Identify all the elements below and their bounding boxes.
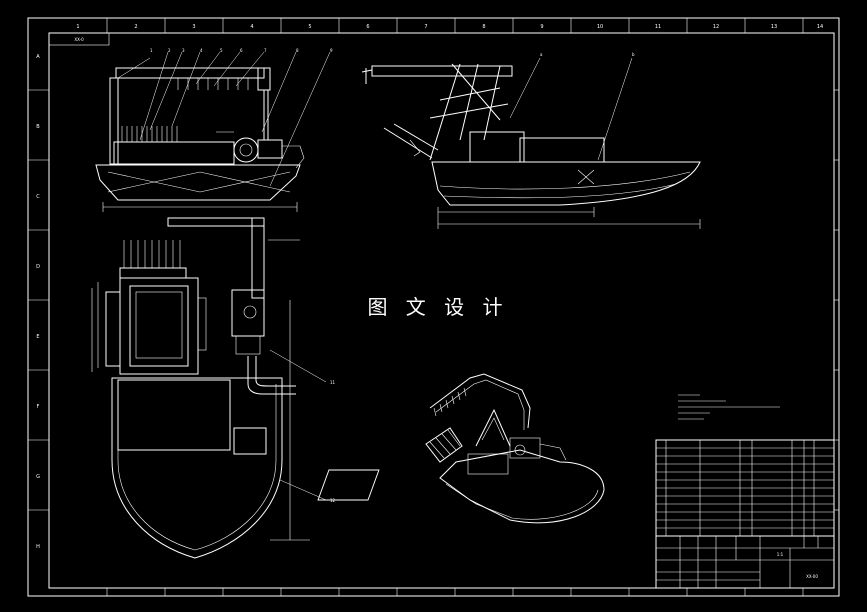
zone-num-12: 12: [713, 24, 719, 30]
zone-num-5: 5: [308, 24, 311, 30]
zone-letter-e: E: [36, 334, 39, 340]
balloon: 11: [330, 380, 336, 385]
zone-letter-c: C: [36, 194, 40, 200]
balloon: 4: [200, 48, 203, 53]
title-block-fields: XX-00 1:1: [777, 552, 819, 579]
technical-notes: [678, 394, 780, 420]
watermark-text: 图 文 设 计: [367, 295, 508, 319]
zone-num-3: 3: [192, 24, 195, 30]
side-view-balloons: a b: [540, 52, 635, 57]
zone-num-7: 7: [424, 24, 427, 30]
zone-letter-a: A: [36, 54, 40, 60]
balloon: a: [540, 52, 543, 57]
balloon: 7: [264, 48, 267, 53]
zone-num-11: 11: [655, 24, 661, 30]
title-block: [655, 439, 835, 589]
zone-letter-d: D: [36, 264, 40, 270]
zone-num-9: 9: [540, 24, 543, 30]
drawing-tag: XX-0: [74, 37, 84, 42]
zone-num-14: 14: [817, 24, 823, 30]
balloon: 1: [150, 48, 153, 53]
front-view: [95, 51, 331, 212]
zone-letter-f: F: [37, 404, 40, 410]
zone-letter-h: H: [36, 544, 40, 550]
balloon: 8: [296, 48, 299, 53]
balloon: 6: [240, 48, 243, 53]
isometric-view: [317, 373, 605, 524]
drawing-scale: 1:1: [777, 552, 784, 557]
drawing-frame: XX-0: [27, 17, 840, 597]
zone-num-10: 10: [597, 24, 603, 30]
zone-letter-b: B: [36, 124, 40, 130]
zone-num-6: 6: [366, 24, 369, 30]
frame-zone-labels: 1 2 3 4 5 6 7 8 9 10 11 12 13 14 A B C D…: [36, 24, 823, 550]
side-view: [361, 57, 701, 229]
front-view-balloons: 1 2 3 4 5 6 7 8 9: [150, 48, 333, 53]
zone-num-2: 2: [134, 24, 137, 30]
balloon: 9: [330, 48, 333, 53]
balloon: 3: [182, 48, 185, 53]
top-view-balloons: 11 12: [330, 380, 336, 503]
zone-letter-g: G: [36, 474, 40, 480]
top-view: [91, 217, 327, 559]
balloon: b: [632, 52, 635, 57]
zone-num-8: 8: [482, 24, 485, 30]
drawing-number: XX-00: [806, 574, 818, 579]
zone-num-1: 1: [76, 24, 79, 30]
balloon: 2: [168, 48, 171, 53]
balloon: 5: [220, 48, 223, 53]
zone-num-4: 4: [250, 24, 253, 30]
zone-num-13: 13: [771, 24, 777, 30]
